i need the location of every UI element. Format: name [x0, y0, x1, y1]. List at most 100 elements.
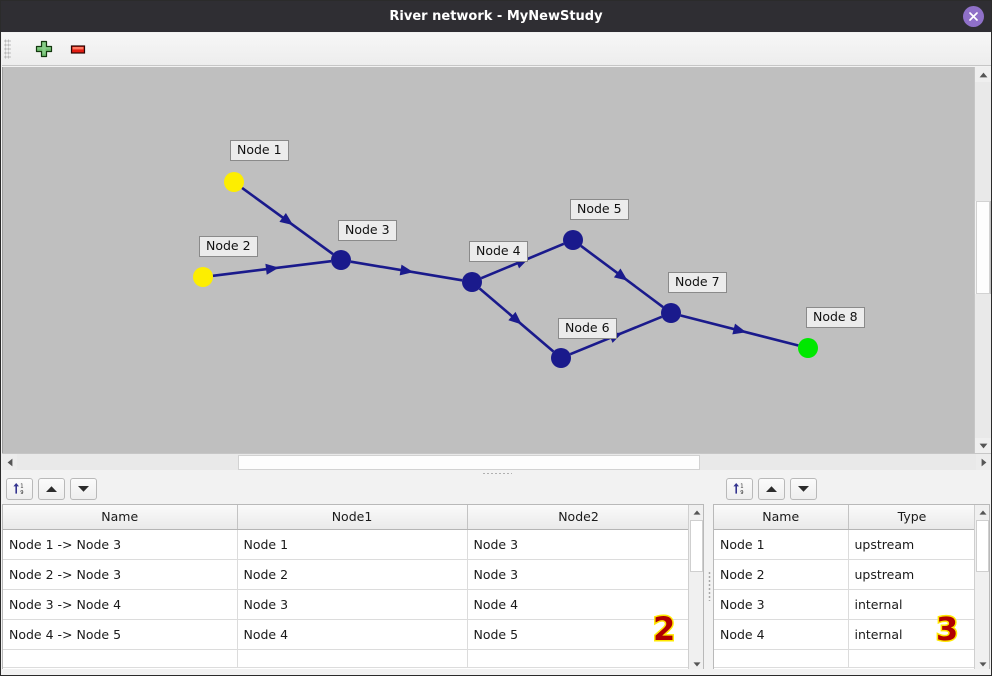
graph-node-label[interactable]: Node 2: [199, 236, 258, 257]
river-network-canvas[interactable]: Node 1 Node 2 Node 3 Node 4 Node 5 Node 6 Node…: [2, 67, 991, 453]
table-cell[interactable]: Node 3: [467, 529, 691, 560]
close-icon: [969, 12, 978, 21]
column-header-type[interactable]: Type: [848, 505, 977, 530]
table-cell[interactable]: Node 4: [237, 619, 468, 650]
table-cell[interactable]: [237, 649, 468, 668]
column-header-node2[interactable]: Node2: [467, 505, 691, 530]
move-up-button[interactable]: [38, 477, 65, 500]
scroll-thumb[interactable]: [238, 455, 700, 470]
table-cell[interactable]: Node 5: [467, 619, 691, 650]
column-header-name[interactable]: Name: [714, 505, 849, 530]
table-cell[interactable]: Node 1 -> Node 3: [3, 529, 238, 560]
table-cell[interactable]: Node 2 -> Node 3: [3, 559, 238, 590]
table-cell[interactable]: [467, 649, 691, 668]
reach-table-scrollbar[interactable]: [688, 505, 703, 671]
table-cell[interactable]: Node 3: [237, 589, 468, 620]
table-cell[interactable]: upstream: [848, 529, 977, 560]
scroll-track-upper[interactable]: [975, 82, 991, 201]
graph-node-label[interactable]: Node 5: [570, 199, 629, 220]
table-cell[interactable]: Node 4: [467, 589, 691, 620]
scroll-down-button[interactable]: [689, 657, 703, 671]
scroll-track-lower[interactable]: [975, 294, 991, 438]
table-cell[interactable]: Node 1: [714, 529, 849, 560]
table-row-empty[interactable]: [714, 649, 977, 668]
window-title: River network - MyNewStudy: [389, 9, 603, 24]
table-cell[interactable]: [848, 649, 977, 668]
graph-node[interactable]: [462, 272, 482, 292]
toolbar-drag-handle[interactable]: [4, 39, 11, 59]
scroll-up-button[interactable]: [975, 505, 989, 519]
sort-az-icon: 1 9: [733, 483, 744, 496]
sort-button[interactable]: 1 9: [6, 477, 33, 500]
triangle-down-icon: [693, 661, 700, 666]
table-cell[interactable]: internal: [848, 589, 977, 620]
delete-node-button[interactable]: [65, 36, 91, 62]
sort-button[interactable]: 1 9: [726, 477, 753, 500]
table-cell[interactable]: Node 2: [237, 559, 468, 590]
close-button[interactable]: [963, 6, 984, 27]
graph-vertical-scrollbar[interactable]: [974, 67, 991, 453]
scroll-right-button[interactable]: [976, 454, 991, 470]
scroll-thumb[interactable]: [976, 520, 989, 572]
column-header-node1[interactable]: Node1: [237, 505, 468, 530]
graph-node[interactable]: [798, 338, 818, 358]
move-down-button[interactable]: [790, 477, 817, 500]
graph-node[interactable]: [563, 230, 583, 250]
scroll-thumb[interactable]: [690, 520, 703, 572]
table-cell[interactable]: Node 3: [714, 589, 849, 620]
table-cell[interactable]: Node 4 -> Node 5: [3, 619, 238, 650]
graph-node-label[interactable]: Node 1: [230, 140, 289, 161]
graph-node-label[interactable]: Node 4: [469, 241, 528, 262]
graph-node-label[interactable]: Node 8: [806, 307, 865, 328]
table-row-empty[interactable]: [3, 649, 691, 668]
splitter-grip-icon: [481, 471, 512, 475]
scroll-up-button[interactable]: [975, 67, 991, 82]
table-cell[interactable]: [714, 649, 849, 668]
add-node-button[interactable]: [31, 36, 57, 62]
graph-node[interactable]: [331, 250, 351, 270]
scroll-down-button[interactable]: [975, 438, 991, 453]
table-cell[interactable]: internal: [848, 619, 977, 650]
edge-arrow-icon: [265, 263, 279, 275]
graph-node-label[interactable]: Node 6: [558, 318, 617, 339]
column-header-name[interactable]: Name: [3, 505, 238, 530]
table-cell[interactable]: Node 1: [237, 529, 468, 560]
horizontal-splitter[interactable]: [2, 470, 991, 476]
graph-node-label[interactable]: Node 3: [338, 220, 397, 241]
scroll-left-button[interactable]: [2, 454, 17, 470]
table-cell[interactable]: upstream: [848, 559, 977, 590]
table-cell[interactable]: Node 3: [467, 559, 691, 590]
table-cell[interactable]: Node 3 -> Node 4: [3, 589, 238, 620]
table-cell[interactable]: Node 4: [714, 619, 849, 650]
move-down-button[interactable]: [70, 477, 97, 500]
graph-node[interactable]: [224, 172, 244, 192]
scroll-thumb[interactable]: [976, 201, 990, 294]
table-cell[interactable]: Node 2: [714, 559, 849, 590]
splitter-grip-icon: [707, 571, 711, 601]
graph-node[interactable]: [551, 348, 571, 368]
graph-node[interactable]: [661, 303, 681, 323]
triangle-down-icon: [798, 485, 809, 492]
node-table-scrollbar[interactable]: [974, 505, 989, 671]
vertical-splitter[interactable]: [706, 501, 712, 671]
graph-node-label[interactable]: Node 7: [668, 272, 727, 293]
scroll-down-button[interactable]: [975, 657, 989, 671]
status-bar: [2, 669, 991, 675]
graph-horizontal-scrollbar[interactable]: [2, 453, 991, 470]
graph-node[interactable]: [193, 267, 213, 287]
edge-arrow-icon: [399, 264, 414, 276]
scroll-up-button[interactable]: [689, 505, 703, 519]
table-cell[interactable]: [3, 649, 238, 668]
move-up-button[interactable]: [758, 477, 785, 500]
